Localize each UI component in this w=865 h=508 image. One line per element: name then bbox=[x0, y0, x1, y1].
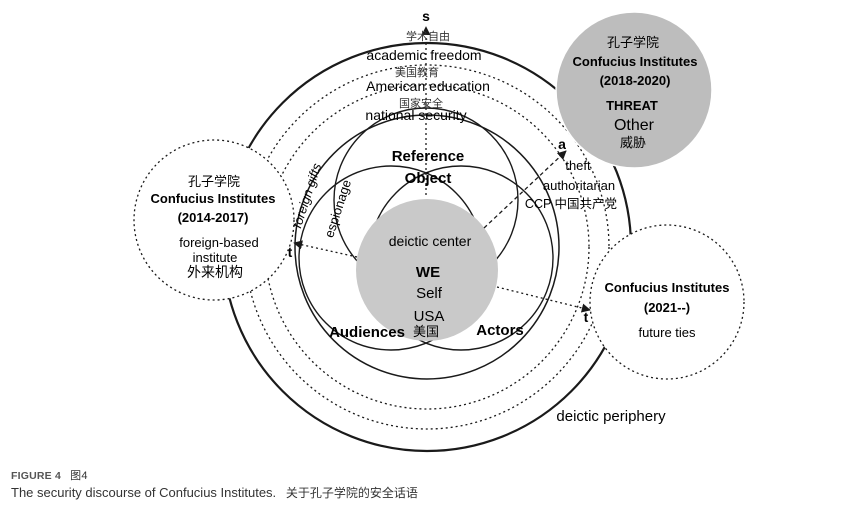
ring-dotted-2 bbox=[264, 84, 590, 410]
circle-2014-desc2: institute bbox=[193, 250, 238, 265]
circle-2018-cn: 孔子学院 bbox=[607, 35, 659, 50]
top-text-cn-1: 学术自由 bbox=[406, 29, 450, 43]
axis-t-left-line bbox=[293, 240, 358, 258]
center-label-usa-cn: 美国 bbox=[413, 324, 439, 339]
circle-2018-other-cn: 威胁 bbox=[620, 135, 646, 150]
circle-2021-title: Confucius Institutes bbox=[605, 280, 730, 295]
axis-t-right-line bbox=[496, 286, 591, 313]
figure-number: FIGURE 4 bbox=[11, 470, 62, 482]
top-text-en-3: national security bbox=[365, 107, 466, 123]
circle-2014-desc1: foreign-based bbox=[179, 235, 259, 250]
center-label-self: Self bbox=[416, 285, 443, 302]
top-text-stack: 学术自由 academic freedom 美国教育 American educ… bbox=[365, 29, 489, 123]
circle-2021-desc: future ties bbox=[638, 325, 696, 340]
figure-number-cn: 图4 bbox=[70, 470, 88, 482]
venn-label-object: Object bbox=[405, 170, 452, 187]
axis-label-t-left: t bbox=[288, 244, 293, 260]
figure-caption-cn: 关于孔子学院的安全话语 bbox=[285, 486, 418, 500]
circle-2018-other: Other bbox=[614, 117, 655, 134]
venn-label-reference: Reference bbox=[392, 148, 465, 165]
right-text-authoritarian: authoritarian bbox=[543, 178, 615, 193]
top-text-cn-2: 美国教育 bbox=[395, 65, 439, 79]
center-label-deictic: deictic center bbox=[389, 233, 472, 249]
circle-2021: Confucius Institutes (2021--) future tie… bbox=[589, 224, 745, 380]
axis-label-t-right: t bbox=[584, 309, 589, 325]
circle-2014-title: Confucius Institutes bbox=[151, 191, 276, 206]
circle-2014-cn: 孔子学院 bbox=[188, 174, 240, 189]
figure-caption: The security discourse of Confucius Inst… bbox=[11, 484, 418, 501]
figure-caption-en: The security discourse of Confucius Inst… bbox=[11, 485, 277, 500]
label-espionage: espionage bbox=[321, 178, 354, 240]
top-text-en-1: academic freedom bbox=[366, 47, 481, 63]
figure-label: FIGURE 4 图4 bbox=[11, 467, 88, 483]
deictic-center-circle bbox=[356, 199, 498, 341]
label-deictic-periphery: deictic periphery bbox=[556, 408, 666, 425]
circle-2014-years: (2014-2017) bbox=[178, 210, 249, 225]
circle-2014-2017: 孔子学院 Confucius Institutes (2014-2017) fo… bbox=[133, 139, 295, 301]
circle-2018-title: Confucius Institutes bbox=[573, 54, 698, 69]
circle-2021-years: (2021--) bbox=[644, 300, 690, 315]
circle-2018-threat: THREAT bbox=[606, 98, 658, 113]
circle-2018-years: (2018-2020) bbox=[600, 73, 671, 88]
top-text-en-2: American education bbox=[366, 78, 490, 94]
venn-label-actors: Actors bbox=[476, 322, 524, 339]
right-text-theft: theft bbox=[565, 158, 591, 173]
axis-label-s: s bbox=[422, 8, 430, 24]
center-label-we: WE bbox=[416, 264, 440, 281]
center-label-usa: USA bbox=[414, 308, 445, 325]
right-text-ccp: CCP 中国共产党 bbox=[525, 196, 617, 211]
axis-a-line bbox=[483, 150, 567, 229]
axis-label-a: a bbox=[558, 136, 566, 152]
top-text-cn-3: 国家安全 bbox=[399, 96, 443, 110]
venn-label-audiences: Audiences bbox=[329, 324, 405, 341]
circle-2014-desc-cn: 外来机构 bbox=[187, 264, 243, 280]
circle-2018-2020: 孔子学院 Confucius Institutes (2018-2020) TH… bbox=[555, 11, 713, 169]
